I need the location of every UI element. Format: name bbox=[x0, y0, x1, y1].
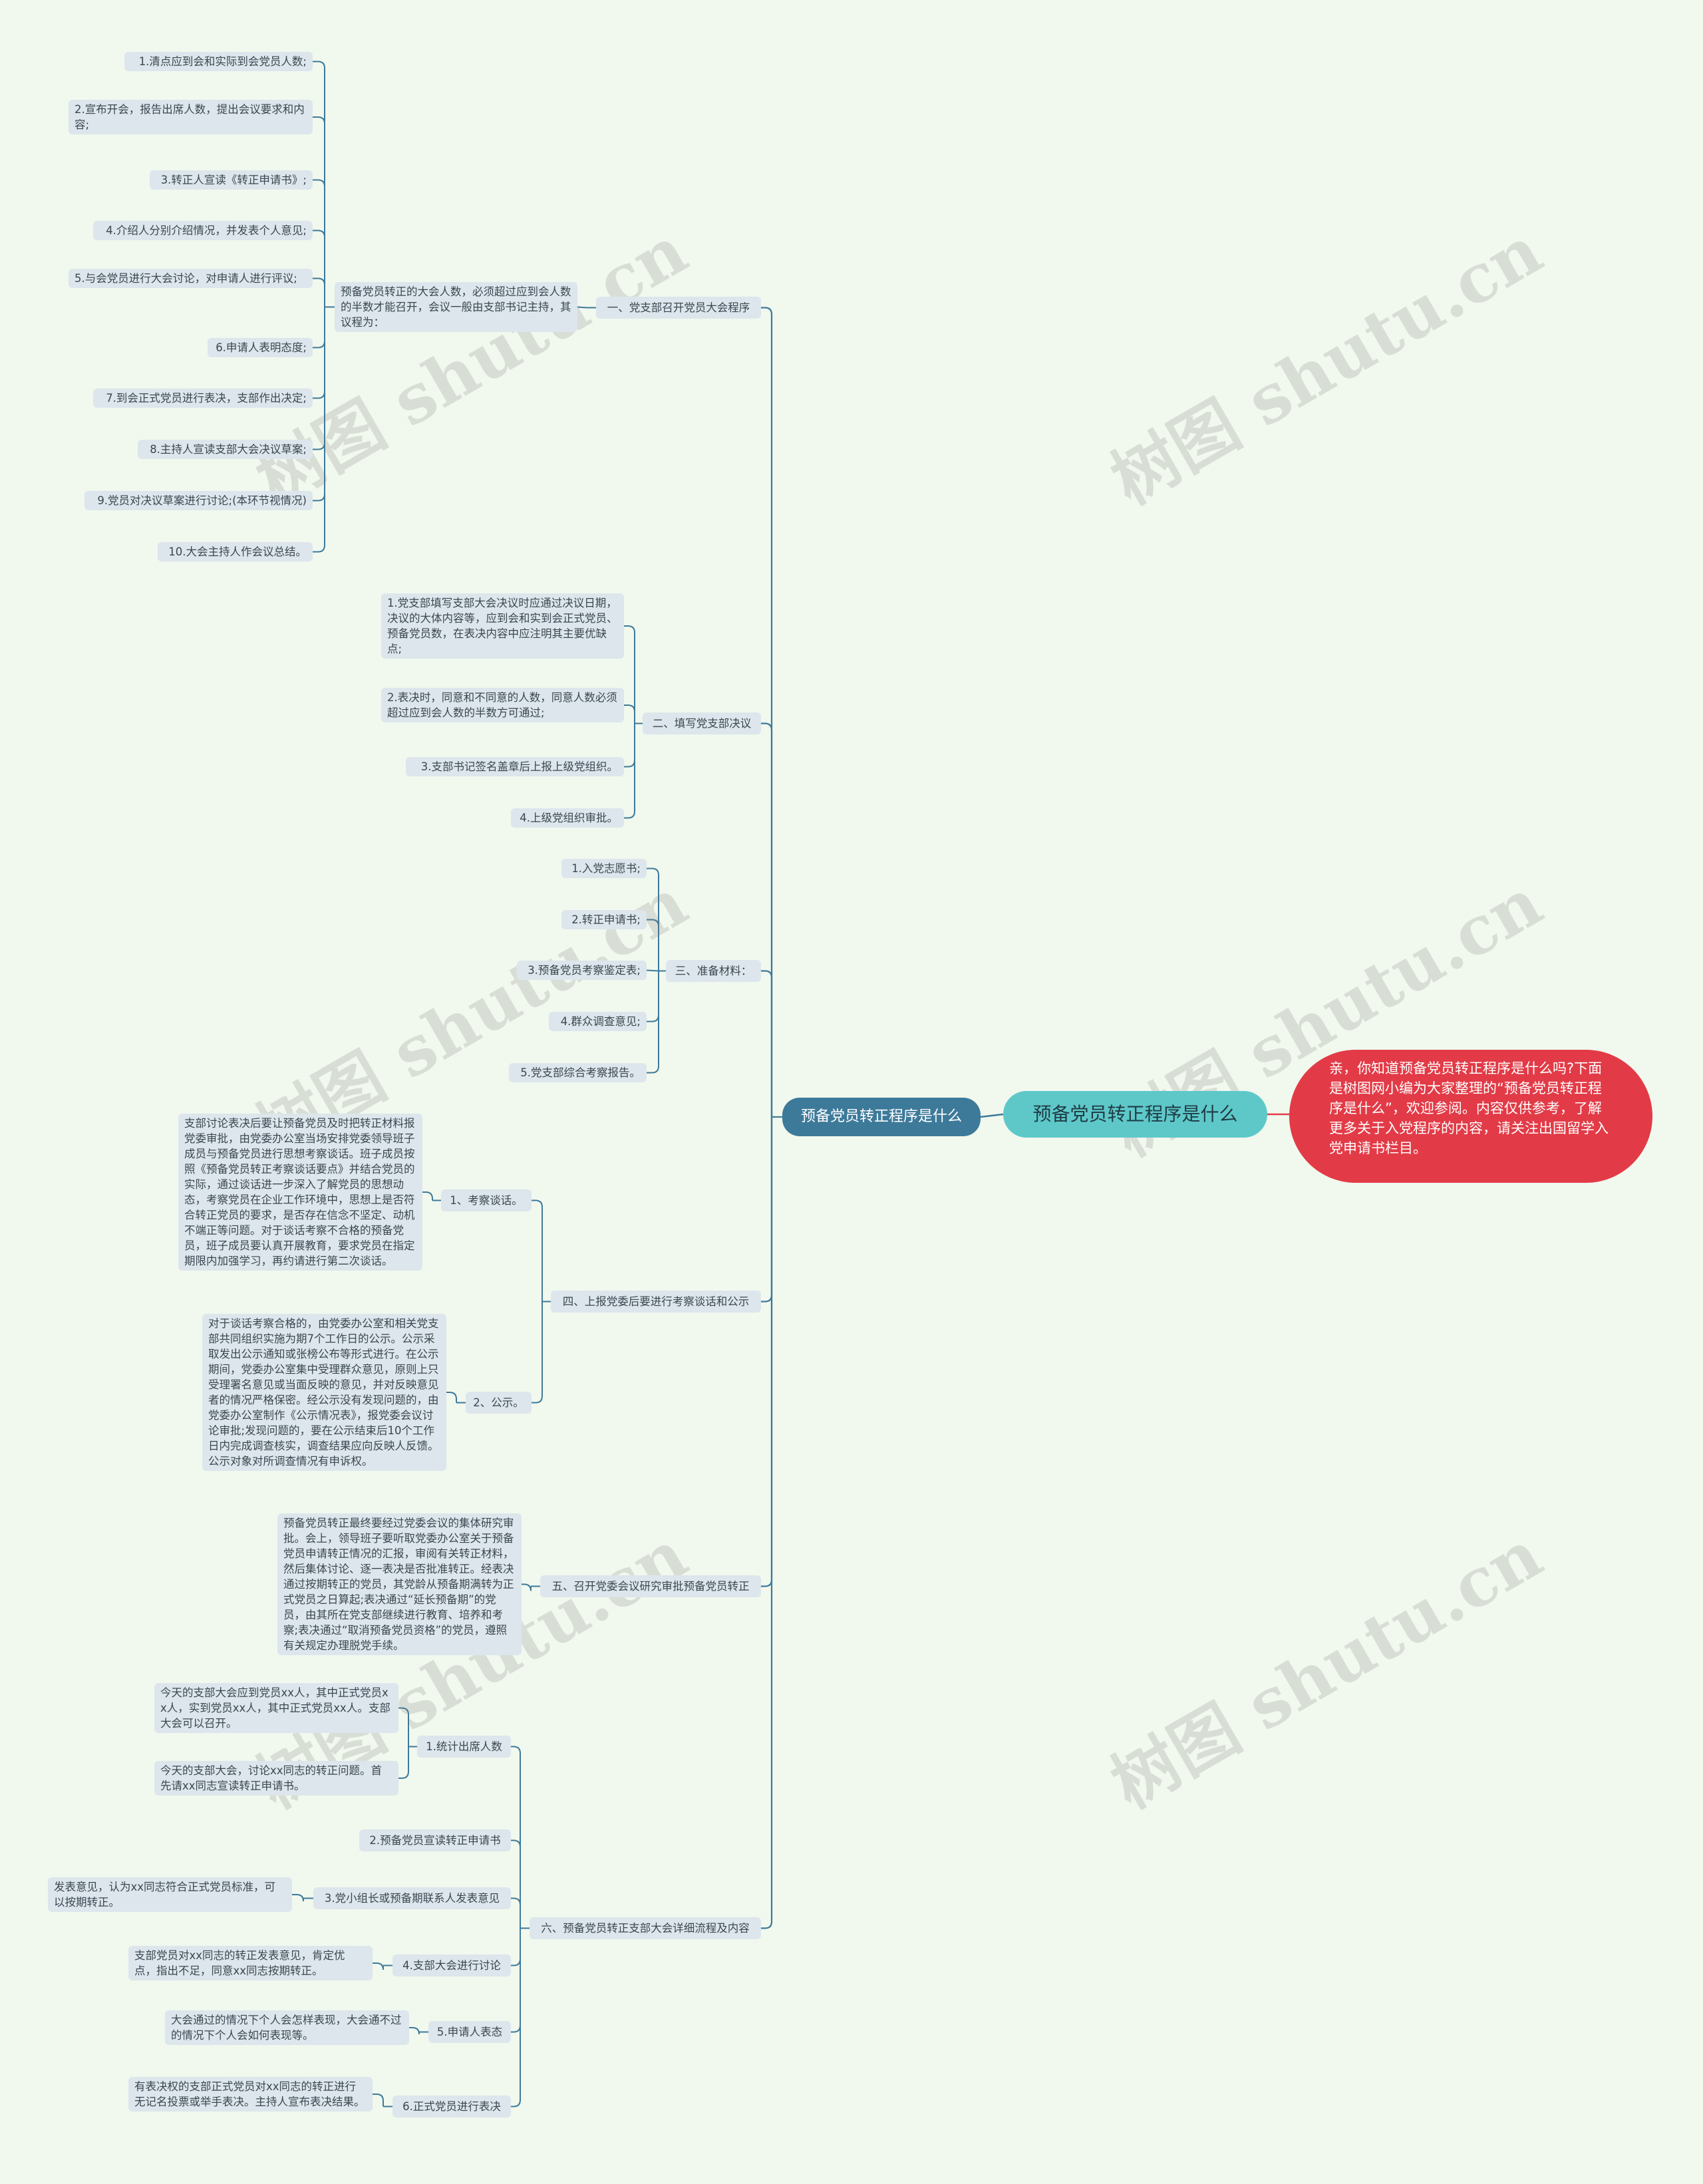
connector bbox=[511, 1897, 521, 1929]
subtopic-formal-vote[interactable]: 6.正式党员进行表决 bbox=[392, 2096, 511, 2117]
connector bbox=[422, 1191, 433, 1201]
connector bbox=[647, 971, 659, 1074]
agenda-item[interactable]: 9.党员对决议草案进行讨论;(本环节视情况) bbox=[84, 491, 313, 510]
branch-discussion-detail[interactable]: 支部党员对xx同志的转正发表意见，肯定优点，指出不足，同意xx同志按期转正。 bbox=[128, 1946, 373, 1980]
connector bbox=[409, 2027, 420, 2035]
agenda-item[interactable]: 2.宣布开会，报告出席人数，提出会议要求和内容; bbox=[69, 100, 313, 134]
connector bbox=[511, 1746, 521, 1929]
resolution-item[interactable]: 2.表决时，同意和不同意的人数，同意人数必须超过应到会人数的半数方可通过; bbox=[381, 688, 624, 722]
connector bbox=[511, 1839, 521, 1929]
connector bbox=[624, 723, 635, 819]
connector bbox=[373, 2094, 384, 2107]
connector bbox=[313, 307, 325, 399]
subtopic-attendance[interactable]: 1.统计出席人数 bbox=[417, 1736, 511, 1758]
material-item[interactable]: 2.转正申请书; bbox=[561, 910, 647, 929]
subtopic-interview[interactable]: 1、考察谈话。 bbox=[441, 1189, 532, 1211]
connector bbox=[373, 1962, 384, 1970]
connector bbox=[313, 116, 325, 307]
attendance-detail[interactable]: 今天的支部大会应到党员xx人，其中正式党员xx人，实到党员xx人，其中正式党员x… bbox=[154, 1683, 398, 1733]
agenda-item[interactable]: 10.大会主持人作会议总结。 bbox=[158, 542, 313, 561]
connector bbox=[313, 307, 325, 450]
agenda-item[interactable]: 1.清点应到会和实际到会党员人数; bbox=[124, 52, 313, 71]
attendance-detail[interactable]: 今天的支部大会，讨论xx同志的转正问题。首先请xx同志宣读转正申请书。 bbox=[154, 1761, 398, 1795]
connector bbox=[511, 1928, 521, 2033]
connector bbox=[446, 1392, 457, 1403]
agenda-item[interactable]: 8.主持人宣读支部大会决议草案; bbox=[138, 440, 313, 459]
agenda-item[interactable]: 6.申请人表明态度; bbox=[208, 338, 313, 357]
connector bbox=[522, 1583, 532, 1591]
connector bbox=[761, 307, 773, 1117]
section-materials[interactable]: 三、准备材料： bbox=[666, 960, 761, 982]
connector bbox=[624, 625, 635, 724]
section-meeting-procedure[interactable]: 一、党支部召开党员大会程序 bbox=[596, 297, 761, 319]
material-item[interactable]: 3.预备党员考察鉴定表; bbox=[517, 961, 647, 980]
connector bbox=[511, 1928, 521, 2107]
main-branch-topic[interactable]: 预备党员转正程序是什么 bbox=[782, 1098, 981, 1136]
approval-detail[interactable]: 预备党员转正最终要经过党委会议的集体研究审批。会上，领导班子要听取党委办公室关于… bbox=[277, 1513, 522, 1655]
resolution-item[interactable]: 3.支部书记签名盖章后上报上级党组织。 bbox=[406, 757, 624, 776]
subtopic-branch-discussion[interactable]: 4.支部大会进行讨论 bbox=[392, 1954, 511, 1976]
subtopic-applicant-statement[interactable]: 5.申请人表态 bbox=[428, 2021, 511, 2043]
connector bbox=[761, 1117, 773, 1929]
connector bbox=[532, 1199, 543, 1302]
publicity-detail[interactable]: 对于谈话考察合格的，由党委办公室和相关党支部共同组织实施为期7个工作日的公示。公… bbox=[202, 1314, 446, 1471]
connector bbox=[511, 1928, 521, 1966]
connector bbox=[313, 230, 325, 307]
material-item[interactable]: 1.入党志愿书; bbox=[561, 859, 647, 878]
connector bbox=[398, 1746, 409, 1779]
group-leader-detail[interactable]: 发表意见，认为xx同志符合正式党员标准，可以按期转正。 bbox=[48, 1877, 292, 1912]
applicant-statement-detail[interactable]: 大会通过的情况下个人会怎样表现，大会通不过的情况下个人会如何表现等。 bbox=[165, 2010, 409, 2045]
section-interview-publicity[interactable]: 四、上报党委后要进行考察谈话和公示 bbox=[551, 1291, 761, 1313]
subtopic-group-leader-opinion[interactable]: 3.党小组长或预备期联系人发表意见 bbox=[313, 1887, 511, 1909]
formal-vote-detail[interactable]: 有表决权的支部正式党员对xx同志的转正进行无记名投票或举手表决。主持人宣布表决结… bbox=[128, 2077, 373, 2111]
connector bbox=[313, 307, 325, 502]
root-topic[interactable]: 预备党员转正程序是什么 bbox=[1003, 1091, 1267, 1138]
agenda-item[interactable]: 3.转正人宣读《转正申请书》; bbox=[150, 170, 313, 190]
connector bbox=[313, 307, 325, 553]
connector bbox=[624, 704, 635, 724]
resolution-item[interactable]: 1.党支部填写支部大会决议时应通过决议日期，决议的大体内容等，应到会和实到会正式… bbox=[381, 593, 624, 659]
material-item[interactable]: 5.党支部综合考察报告。 bbox=[509, 1063, 647, 1082]
connector bbox=[761, 1117, 773, 1587]
connector bbox=[647, 867, 659, 971]
section-fill-resolution[interactable]: 二、填写党支部决议 bbox=[643, 712, 761, 734]
connector bbox=[313, 61, 325, 307]
connector bbox=[761, 722, 773, 1117]
connector bbox=[624, 723, 635, 768]
resolution-item[interactable]: 4.上级党组织审批。 bbox=[511, 808, 624, 828]
interview-detail[interactable]: 支部讨论表决后要让预备党员及时把转正材料报党委审批，由党委办公室当场安排党委领导… bbox=[178, 1114, 422, 1271]
connector bbox=[292, 1894, 304, 1902]
connector bbox=[313, 307, 325, 349]
section-meeting-details[interactable]: 六、预备党员转正支部大会详细流程及内容 bbox=[530, 1917, 761, 1939]
connector bbox=[647, 919, 659, 971]
connector bbox=[577, 306, 587, 309]
intro-summary: 亲，你知道预备党员转正程序是什么吗?下面是树图网小编为大家整理的“预备党员转正程… bbox=[1289, 1050, 1652, 1183]
connector bbox=[761, 1117, 773, 1303]
section-meeting-agenda-note[interactable]: 预备党员转正的大会人数，必须超过应到会人数的半数才能召开，会议一般由支部书记主持… bbox=[335, 282, 577, 332]
connector bbox=[313, 277, 325, 307]
agenda-item[interactable]: 5.与会党员进行大会讨论，对申请人进行评议; bbox=[69, 269, 313, 288]
material-item[interactable]: 4.群众调查意见; bbox=[549, 1012, 647, 1031]
connector bbox=[398, 1707, 409, 1747]
connector bbox=[313, 179, 325, 307]
section-committee-approval[interactable]: 五、召开党委会议研究审批预备党员转正 bbox=[540, 1575, 761, 1597]
subtopic-publicity[interactable]: 2、公示。 bbox=[466, 1392, 532, 1414]
subtopic-read-application[interactable]: 2.预备党员宣读转正申请书 bbox=[359, 1829, 511, 1851]
connector bbox=[980, 1113, 1004, 1118]
agenda-item[interactable]: 7.到会正式党员进行表决，支部作出决定; bbox=[93, 389, 313, 408]
connector bbox=[647, 971, 659, 1022]
connector bbox=[761, 970, 773, 1117]
agenda-item[interactable]: 4.介绍人分别介绍情况，并发表个人意见; bbox=[93, 221, 313, 240]
connector bbox=[532, 1301, 543, 1404]
